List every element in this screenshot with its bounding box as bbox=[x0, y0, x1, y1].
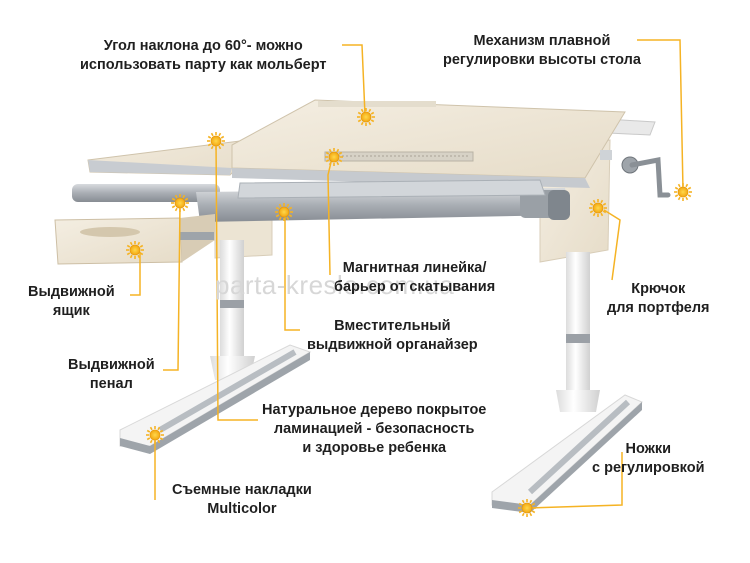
callout-drawer-line-2: ящик bbox=[52, 303, 90, 319]
leg-column-right bbox=[566, 252, 590, 392]
callout-ruler: Магнитная линейка/ барьер от скатывания bbox=[334, 259, 495, 297]
callout-legs-line-1: Ножки bbox=[625, 441, 672, 457]
callout-wood-line-1: Натуральное дерево покрытое bbox=[262, 402, 487, 418]
marker-wood bbox=[207, 132, 225, 150]
callout-tilt: Угол наклона до 60°- можно использовать … bbox=[80, 37, 327, 75]
callout-hook: Крючок для портфеля bbox=[607, 280, 710, 318]
desk-illustration bbox=[54, 99, 671, 513]
callout-legs: Ножки с регулировкой bbox=[592, 440, 705, 478]
callout-lines bbox=[130, 39, 684, 509]
callout-height-mechanism: Механизм плавной регулировки высоты стол… bbox=[443, 32, 641, 70]
callout-wood-line-2: ламинацией - безопасность bbox=[273, 421, 475, 437]
callout-pencil-line-1: Выдвижной bbox=[68, 357, 155, 373]
callout-organizer-line-2: выдвижной органайзер bbox=[307, 337, 478, 353]
callout-line-tilt bbox=[342, 44, 366, 116]
callout-pads: Съемные накладки Multicolor bbox=[172, 481, 312, 519]
callout-ruler-line-2: барьер от скатывания bbox=[334, 279, 496, 295]
callout-wood-line-3: и здоровье ребенка bbox=[302, 440, 447, 456]
callout-line-legs bbox=[527, 452, 623, 509]
callout-legs-line-2: с регулировкой bbox=[592, 460, 705, 476]
callout-drawer: Выдвижной ящик bbox=[28, 283, 115, 321]
marker-pencil-case bbox=[171, 194, 189, 212]
callout-pencil-line-2: пенал bbox=[89, 376, 133, 392]
callout-height-line-2: регулировки высоты стола bbox=[443, 52, 641, 68]
callout-pencil-case: Выдвижной пенал bbox=[68, 356, 155, 394]
leg-column-left bbox=[220, 240, 244, 358]
callout-line-height bbox=[637, 39, 684, 191]
callout-tilt-line-2: использовать парту как мольберт bbox=[80, 57, 327, 73]
callout-line-pencil bbox=[163, 204, 181, 371]
marker-height-mechanism bbox=[674, 183, 692, 201]
callout-pads-line-1: Съемные накладки bbox=[172, 482, 312, 498]
marker-hook bbox=[589, 199, 607, 217]
callout-organizer-line-1: Вместительный bbox=[334, 318, 451, 334]
callout-hook-line-2: для портфеля bbox=[607, 300, 710, 316]
callout-line-wood bbox=[215, 139, 258, 421]
callout-line-drawer bbox=[130, 252, 141, 296]
callout-hook-line-1: Крючок bbox=[631, 281, 686, 297]
callout-wood: Натуральное дерево покрытое ламинацией -… bbox=[262, 401, 486, 458]
callout-ruler-line-1: Магнитная линейка/ bbox=[342, 260, 487, 276]
front-drawer bbox=[54, 217, 183, 265]
desktop-tilted bbox=[231, 99, 626, 179]
callout-tilt-line-1: Угол наклона до 60°- можно bbox=[103, 38, 303, 54]
callout-height-line-1: Механизм плавной bbox=[473, 33, 611, 49]
marker-drawer bbox=[126, 241, 144, 259]
callout-organizer: Вместительный выдвижной органайзер bbox=[307, 317, 478, 355]
watermark: parta-kreslo.com.ua bbox=[215, 270, 455, 300]
marker-tilt bbox=[357, 108, 375, 126]
callout-line-hook bbox=[603, 209, 621, 281]
marker-pads bbox=[146, 426, 164, 444]
marker-ruler bbox=[325, 148, 343, 166]
callout-markers bbox=[126, 108, 692, 517]
marker-legs bbox=[518, 499, 536, 517]
marker-organizer bbox=[275, 203, 293, 221]
callout-drawer-line-1: Выдвижной bbox=[28, 284, 115, 300]
callout-line-organizer bbox=[284, 212, 300, 331]
callout-pads-line-2: Multicolor bbox=[207, 501, 277, 517]
